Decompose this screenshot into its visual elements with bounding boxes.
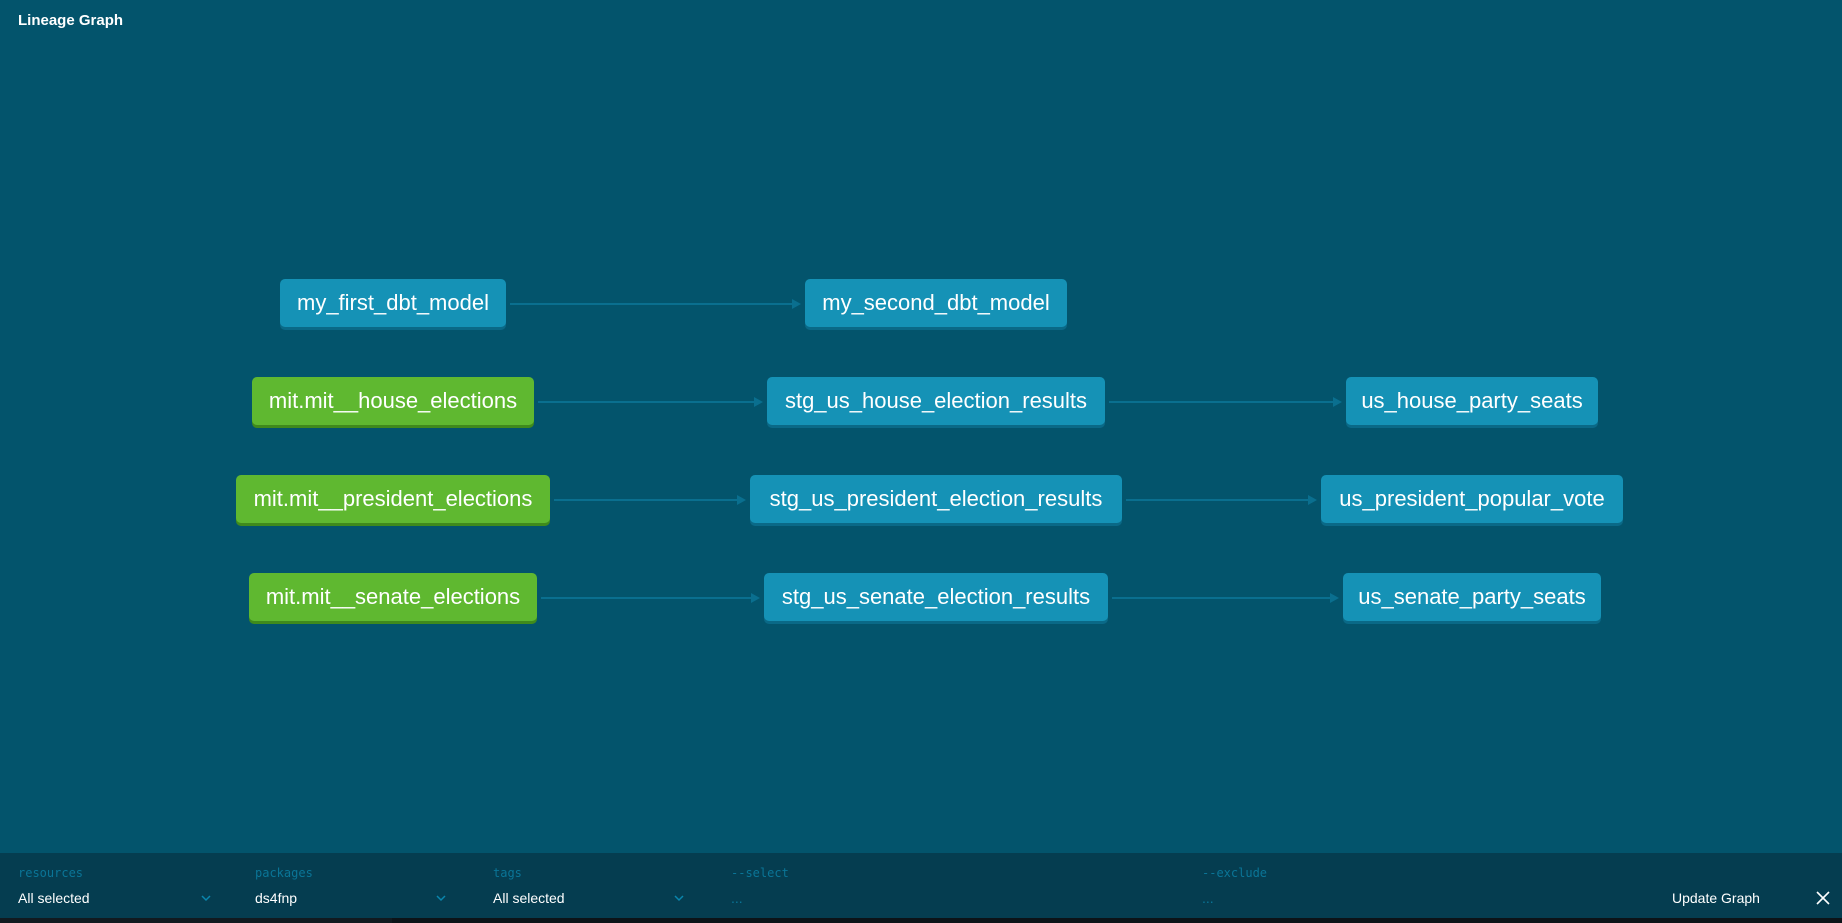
graph-edge-arrowhead <box>1333 397 1342 407</box>
resources-filter[interactable]: resources All selected <box>18 853 213 923</box>
select-field[interactable]: --select ... <box>731 853 1171 923</box>
graph-node-my-first-dbt-model[interactable]: my_first_dbt_model <box>280 279 506 327</box>
resources-label: resources <box>18 866 84 880</box>
tags-value[interactable]: All selected <box>493 890 565 906</box>
packages-value[interactable]: ds4fnp <box>255 890 298 906</box>
tags-label: tags <box>493 866 522 880</box>
close-icon[interactable] <box>1815 890 1831 906</box>
graph-edge-arrowhead <box>1308 495 1317 505</box>
graph-node-mit-mit-house-elections[interactable]: mit.mit__house_elections <box>252 377 534 425</box>
bottom-strip-segment <box>392 918 1842 923</box>
page-title: Lineage Graph <box>18 12 124 29</box>
graph-edges <box>510 299 1342 603</box>
graph-edge-arrowhead <box>737 495 746 505</box>
graph-node-my-second-dbt-model[interactable]: my_second_dbt_model <box>805 279 1067 327</box>
graph-node-stg-us-president-election-results[interactable]: stg_us_president_election_results <box>750 475 1122 523</box>
packages-filter[interactable]: packages ds4fnp <box>255 853 450 923</box>
graph-node-stg-us-senate-election-results[interactable]: stg_us_senate_election_results <box>764 573 1108 621</box>
exclude-field[interactable]: --exclude ... <box>1202 853 1642 923</box>
select-label: --select <box>731 866 789 880</box>
graph-node-us-house-party-seats[interactable]: us_house_party_seats <box>1346 377 1598 425</box>
chevron-down-icon[interactable] <box>200 892 212 904</box>
chevron-down-icon[interactable] <box>435 892 447 904</box>
graph-edge-arrowhead <box>1330 593 1339 603</box>
tags-filter[interactable]: tags All selected <box>493 853 688 923</box>
filter-bar: resources All selected packages ds4fnp t… <box>0 853 1842 923</box>
graph-edge-arrowhead <box>751 593 760 603</box>
graph-node-mit-mit-president-elections[interactable]: mit.mit__president_elections <box>236 475 550 523</box>
select-input[interactable]: ... <box>731 890 743 906</box>
update-graph-button[interactable]: Update Graph <box>1672 890 1760 906</box>
graph-node-stg-us-house-election-results[interactable]: stg_us_house_election_results <box>767 377 1105 425</box>
graph-node-us-president-popular-vote[interactable]: us_president_popular_vote <box>1321 475 1623 523</box>
graph-node-mit-mit-senate-elections[interactable]: mit.mit__senate_elections <box>249 573 537 621</box>
graph-node-us-senate-party-seats[interactable]: us_senate_party_seats <box>1343 573 1601 621</box>
exclude-label: --exclude <box>1202 866 1268 880</box>
resources-value[interactable]: All selected <box>18 890 90 906</box>
graph-edge-arrowhead <box>754 397 763 407</box>
graph-edge-arrowhead <box>792 299 801 309</box>
packages-label: packages <box>255 866 313 880</box>
chevron-down-icon[interactable] <box>673 892 685 904</box>
bottom-strip <box>0 918 1842 923</box>
exclude-input[interactable]: ... <box>1202 890 1214 906</box>
